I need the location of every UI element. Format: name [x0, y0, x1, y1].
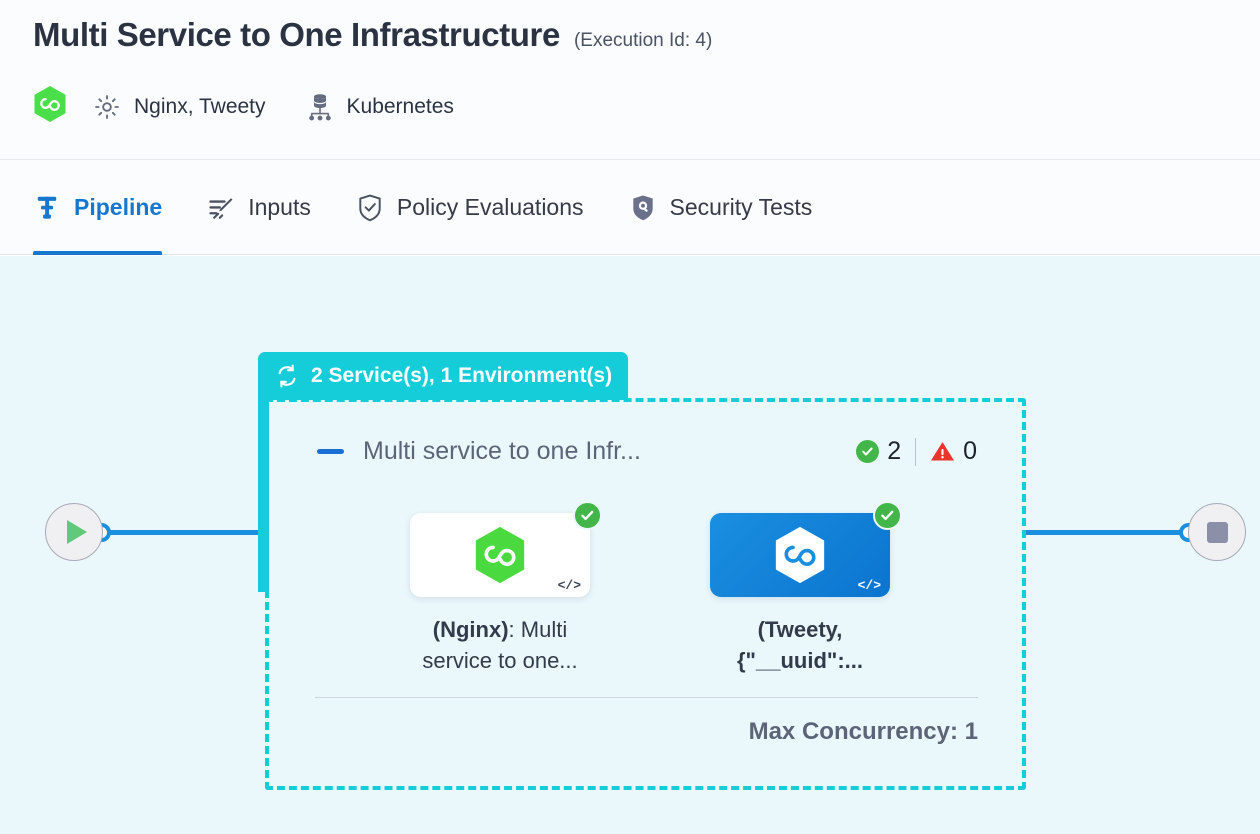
service-node-tweety[interactable]: </> (Tweety, {"__uuid":... — [710, 501, 902, 676]
code-glyph: </> — [857, 578, 881, 593]
edge-start-to-stage — [110, 530, 268, 535]
end-node[interactable] — [1188, 503, 1246, 561]
tabs: Pipeline Inputs Policy Evaluations — [33, 160, 857, 255]
service-label: (Tweety, {"__uuid":... — [710, 614, 890, 676]
pipeline-canvas[interactable] — [0, 256, 1260, 834]
tab-inputs-label: Inputs — [248, 194, 311, 220]
max-concurrency-label: Max Concurrency: 1 — [748, 718, 978, 745]
shield-check-icon — [356, 193, 384, 223]
warning-counter: 0 — [930, 437, 977, 466]
gear-icon — [93, 93, 121, 121]
success-counter: 2 — [856, 437, 901, 466]
loop-icon — [274, 363, 300, 389]
tab-pipeline[interactable]: Pipeline — [33, 160, 192, 255]
meta-row: Nginx, Tweety Kubernetes — [33, 85, 454, 128]
execution-id: (Execution Id: 4) — [573, 30, 713, 51]
collapse-toggle-minus-icon[interactable] — [317, 449, 344, 454]
service-label-bold: (Nginx) — [432, 617, 509, 642]
stage-name: Multi service to one Infr... — [363, 437, 641, 465]
tab-inputs[interactable]: Inputs — [207, 160, 341, 255]
title-row: Multi Service to One Infrastructure (Exe… — [33, 16, 712, 54]
stage-counters: 2 0 — [856, 437, 977, 466]
check-circle-icon — [873, 501, 902, 530]
stage-header: Multi service to one Infr... 2 0 — [317, 437, 977, 466]
start-node[interactable] — [45, 503, 103, 561]
services-group: Nginx, Tweety — [93, 93, 266, 121]
stage-group-banner-label: 2 Service(s), 1 Environment(s) — [311, 364, 613, 387]
check-circle-icon — [573, 501, 602, 530]
page-title: Multi Service to One Infrastructure — [33, 16, 560, 53]
harness-hexagon-icon — [473, 525, 527, 585]
service-card[interactable]: </> — [710, 501, 902, 597]
tab-policy-evaluations-label: Policy Evaluations — [396, 194, 584, 220]
edge-stage-to-end — [1022, 530, 1192, 535]
product-logo-group — [33, 85, 67, 128]
service-label-bold: (Tweety, {"__uuid":... — [737, 617, 863, 674]
harness-hexagon-icon — [33, 85, 67, 128]
success-count: 2 — [887, 437, 902, 465]
tab-pipeline-label: Pipeline — [74, 194, 163, 220]
warning-count: 0 — [963, 437, 977, 465]
tab-security-tests[interactable]: Security Tests — [629, 160, 843, 255]
service-label: (Nginx): Multi service to one... — [410, 614, 590, 676]
shield-scan-icon — [629, 193, 657, 223]
stage-group-box[interactable] — [265, 398, 1026, 790]
inputs-icon — [207, 194, 235, 222]
stage-footer-divider — [315, 697, 978, 698]
stage-group-banner[interactable]: 2 Service(s), 1 Environment(s) — [258, 352, 629, 400]
stage-group-accent-bar — [258, 396, 269, 592]
play-icon — [67, 520, 87, 544]
service-node-nginx[interactable]: </> (Nginx): Multi service to one... — [410, 501, 602, 676]
check-circle-icon — [856, 440, 880, 463]
tab-security-tests-label: Security Tests — [669, 194, 813, 220]
service-card[interactable]: </> — [410, 501, 602, 597]
pipeline-icon — [33, 193, 61, 223]
service-label-rest: : Multi service to one... — [422, 617, 578, 674]
page-header: Multi Service to One Infrastructure (Exe… — [0, 0, 1260, 160]
code-glyph: </> — [557, 578, 581, 593]
infrastructure-label: Kubernetes — [346, 94, 454, 118]
tab-bar: Pipeline Inputs Policy Evaluations — [0, 160, 1260, 255]
warning-triangle-icon — [930, 440, 955, 463]
harness-hexagon-icon — [773, 525, 827, 585]
stop-icon — [1206, 521, 1228, 543]
infrastructure-icon — [306, 92, 334, 122]
services-label: Nginx, Tweety — [134, 94, 266, 118]
counter-divider — [915, 437, 917, 466]
tab-policy-evaluations[interactable]: Policy Evaluations — [356, 160, 614, 255]
infrastructure-group: Kubernetes — [306, 92, 454, 122]
